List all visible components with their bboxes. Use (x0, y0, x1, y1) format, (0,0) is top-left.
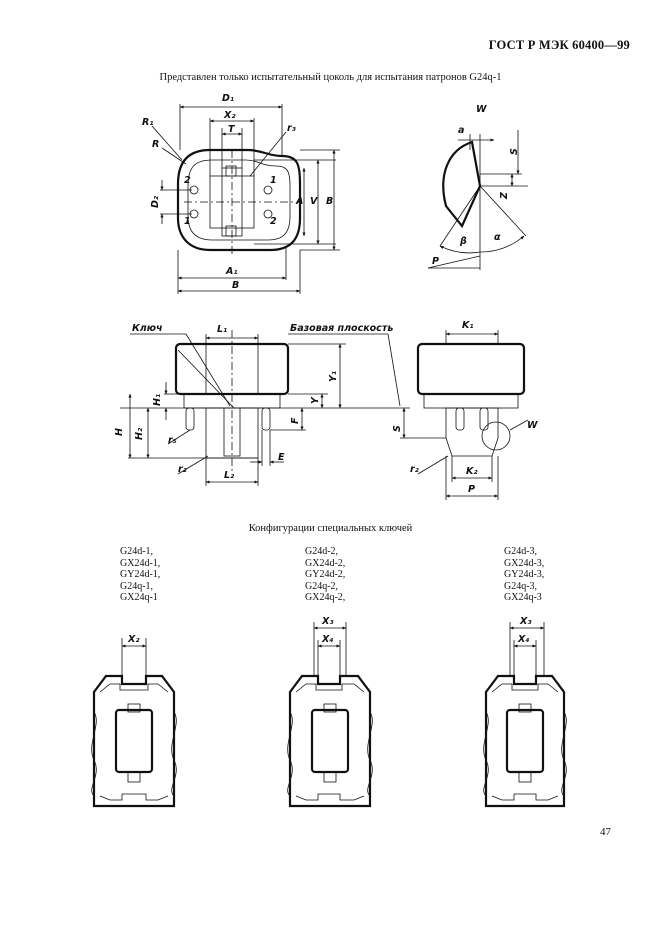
pin-num: 1 (184, 216, 191, 227)
label-t: T (228, 124, 236, 135)
label-e: E (278, 452, 285, 463)
label-a: A (295, 196, 303, 207)
label-x2-config: X₂ (127, 634, 140, 645)
label-r: R (152, 139, 159, 150)
label-r2-right: r₂ (410, 464, 420, 475)
label-y: Y (310, 396, 321, 404)
config-line: GY24d-1, (120, 569, 161, 581)
label-f: F (290, 417, 301, 424)
page-number: 47 (600, 826, 611, 838)
config-line: GX24q-2, (305, 592, 346, 604)
config-line: GX24q-1 (120, 592, 158, 604)
config-line: GY24d-3, (504, 569, 545, 581)
label-h: H (114, 428, 125, 436)
key-config-3-drawing (483, 622, 567, 808)
label-x4-config: X₄ (321, 634, 334, 645)
label-w-callout: W (527, 420, 538, 431)
label-h2: H₂ (134, 427, 145, 440)
config-list-3: G24d-3, GX24d-3, GY24d-3, G24q-3, GX24q-… (504, 546, 544, 604)
label-key: Ключ (132, 323, 162, 334)
standard-header: ГОСТ Р МЭК 60400—99 (488, 38, 630, 52)
config-line: G24q-2, (305, 580, 339, 592)
key-config-2-drawing (287, 622, 373, 808)
label-w-detail: W (476, 104, 487, 115)
config-list-2: G24d-2, GX24d-2, GY24d-2, G24q-2, GX24q-… (305, 546, 345, 604)
label-z: Z (499, 191, 510, 200)
label-r3: r₃ (287, 123, 297, 134)
config-line: G24d-3, (504, 546, 538, 557)
label-s-side: S (392, 425, 403, 432)
config-line: GX24d-3, (504, 557, 545, 569)
label-r1: R₁ (142, 117, 153, 128)
label-v: V (310, 196, 318, 207)
label-base-plane: Базовая плоскость (290, 323, 393, 334)
key-configs-caption: Конфигурации специальных ключей (248, 523, 413, 534)
label-k1: K₁ (462, 320, 474, 331)
label-b-horz: B (232, 280, 239, 291)
label-h1: H₁ (152, 394, 163, 406)
key-config-1-drawing (91, 638, 177, 808)
config-line: GX24d-2, (305, 557, 346, 569)
label-k2: K₂ (466, 466, 478, 477)
detail-w-drawing (427, 130, 528, 270)
label-x2: X₂ (223, 110, 236, 121)
label-a1: A₁ (225, 266, 238, 277)
label-beta: β (459, 236, 467, 247)
config-line: G24d-1, (120, 546, 154, 557)
config-line: GX24d-1, (120, 557, 161, 569)
config-line: G24q-1, (120, 580, 154, 592)
label-x3-config: X₃ (519, 616, 532, 627)
config-line: G24q-3, (504, 580, 538, 592)
label-b-vert: B (326, 196, 333, 207)
config-line: GY24d-2, (305, 569, 346, 581)
config-line: G24d-2, (305, 546, 339, 557)
top-caption: Представлен только испытательный цоколь … (159, 72, 502, 83)
pin-num: 1 (270, 175, 277, 186)
label-d2: D₂ (150, 195, 161, 208)
label-alpha: α (494, 232, 501, 243)
label-r2: r₂ (178, 464, 188, 475)
front-view-drawing (400, 330, 529, 500)
label-y1: Y₁ (328, 371, 339, 382)
label-l1: L₁ (217, 324, 227, 335)
config-line: GX24q-3 (504, 592, 542, 604)
pin-num: 2 (270, 216, 277, 227)
top-view-drawing (151, 104, 340, 294)
pin-num: 2 (184, 175, 191, 186)
label-x4-config: X₄ (517, 634, 530, 645)
label-d1: D₁ (222, 93, 234, 104)
label-a-small: a (458, 125, 464, 136)
label-p: P (468, 484, 475, 495)
label-p-detail: P (432, 256, 439, 267)
label-l2: L₂ (224, 470, 235, 481)
label-r5: r₅ (168, 435, 177, 446)
label-s: S (509, 148, 520, 155)
config-list-1: G24d-1, GX24d-1, GY24d-1, G24q-1, GX24q-… (120, 546, 160, 604)
side-view-drawing (120, 330, 410, 486)
label-x3-config: X₃ (321, 616, 334, 627)
